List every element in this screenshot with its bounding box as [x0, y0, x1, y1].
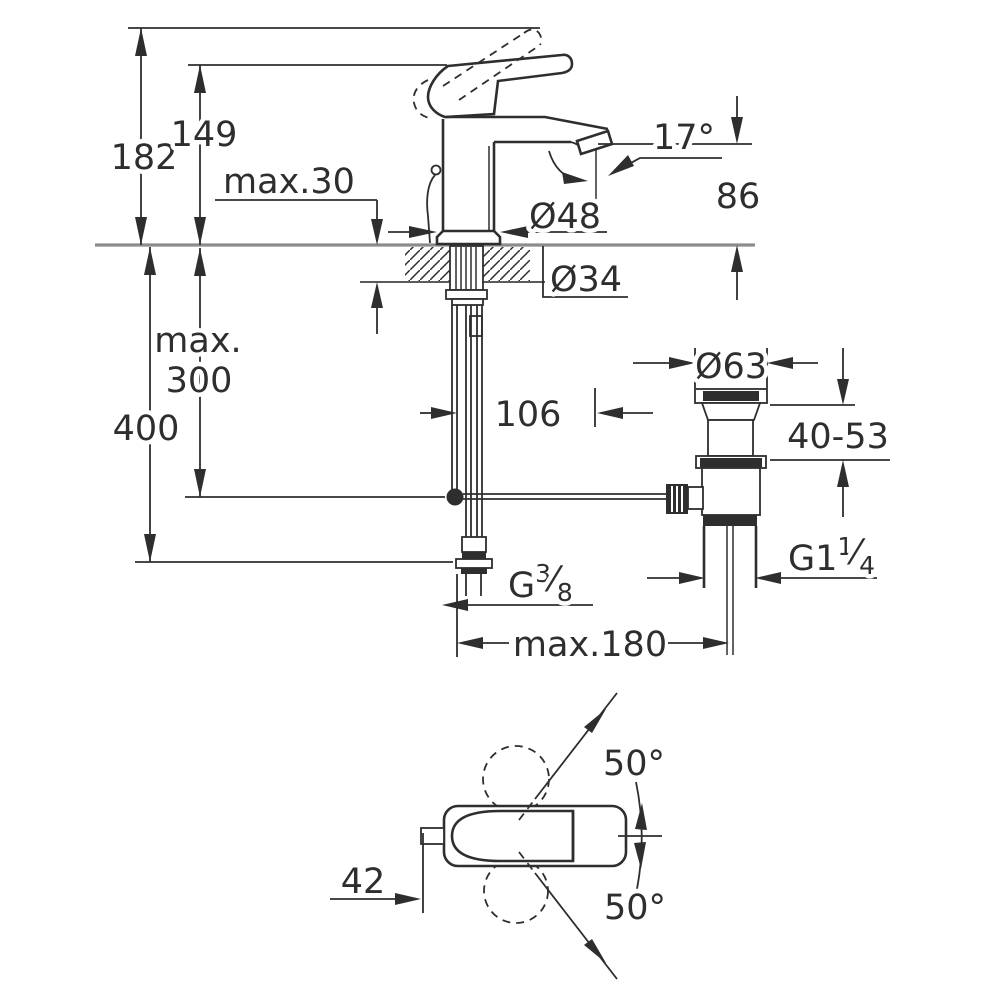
dim-182-label: 182	[111, 138, 178, 178]
dim-106-label: 106	[495, 395, 562, 435]
dim-50up-label: 50°	[603, 744, 665, 784]
dim-300-arrow-up	[194, 248, 206, 276]
top-view: 50° 50° 42	[330, 692, 671, 980]
dim-48-arrow-left	[500, 226, 528, 238]
dim-48-label: Ø48	[529, 197, 601, 237]
hose-connection-nut	[455, 558, 493, 569]
dim-180-label: max.180	[513, 625, 667, 665]
swivel-leg-down-arrow	[584, 939, 606, 963]
dim-g38-arrow-left	[442, 599, 468, 611]
dim-180-arrow-right	[703, 637, 729, 649]
dim-300-label-line2: 300	[166, 361, 233, 401]
dim-4053-arrow-down	[837, 379, 849, 405]
swivel-arc-arrow-up	[635, 803, 647, 830]
front-view-dimensions: 182 149 max.30 Ø48 17° 86 Ø34	[106, 27, 765, 563]
dim-34-leader	[542, 246, 628, 298]
dim-max30-arrow-up	[371, 282, 383, 308]
handle-raised-dashed-tip	[523, 28, 543, 46]
dim-106-arrow-left	[597, 407, 623, 419]
swivel-arc	[635, 781, 643, 890]
dim-4053-arrow-up	[837, 460, 849, 487]
hose-fitting	[461, 536, 487, 553]
counter-hatch-left	[405, 247, 452, 281]
dim-400-label: 400	[113, 409, 180, 449]
lever-swung-down-dashed	[483, 858, 549, 924]
dim-g38-label: G3⁄8	[508, 559, 573, 607]
dim-63-arrow-left	[767, 357, 793, 369]
dim-180-arrow-left	[457, 637, 483, 649]
swivel-arc-arrow-down	[634, 842, 646, 869]
dim-149-label: 149	[171, 115, 238, 155]
tailpipe-nut-band	[703, 515, 757, 526]
top-view-lever	[450, 809, 575, 863]
waste-flange-band	[703, 391, 759, 401]
swivel-leg-down	[534, 872, 618, 980]
spout-aerator	[575, 129, 614, 156]
angle-17-label: 17°	[653, 118, 715, 158]
faucet-handle-lever	[426, 53, 574, 119]
hose-fitting-band	[462, 552, 486, 559]
lever-swung-up-dashed	[482, 745, 550, 813]
waste-upper-body	[707, 419, 754, 457]
dim-max30-label: max.30	[223, 162, 355, 202]
dim-86-arrow-down	[731, 117, 743, 144]
front-view-faucet	[95, 28, 755, 596]
shank-locknut	[445, 289, 488, 300]
knob-connector	[687, 486, 704, 510]
dim-300-label-line1: max.	[154, 321, 241, 361]
handle-raised-dashed-line2	[458, 44, 541, 101]
swivel-leg-up-arrow	[584, 709, 606, 733]
top-view-limiter-tab	[420, 827, 445, 845]
supply-hoses-and-rod	[451, 305, 493, 596]
dim-g114-arrow-left	[755, 572, 781, 584]
dim-182-arrow-up	[135, 28, 147, 56]
waste-clamp-band	[700, 458, 762, 467]
dim-42-label: 42	[341, 862, 386, 902]
dim-63-label: Ø63	[695, 347, 767, 387]
pull-rod-knob	[430, 164, 442, 176]
dim-max30-arrow-down	[371, 219, 383, 245]
pull-rod	[426, 174, 436, 244]
spout-top-edge	[446, 115, 609, 131]
waste-mid-body	[701, 467, 761, 516]
handle-raised-dashed-line	[442, 32, 525, 87]
swivel-leg-down-dashed	[518, 851, 536, 874]
counter-hatch-right	[482, 247, 530, 281]
swivel-leg-up-dashed	[518, 798, 536, 821]
swivel-leg-up	[534, 692, 618, 800]
dim-86-label: 86	[716, 177, 761, 217]
dim-182-arrow-down	[135, 217, 147, 245]
dim-g114-label: G11⁄4	[788, 532, 875, 580]
dim-g114-arrow-right	[679, 572, 705, 584]
dim-50down-label: 50°	[604, 888, 666, 928]
rod-ball-joint	[446, 488, 464, 506]
popup-waste-assembly	[666, 388, 768, 655]
dim-34-label: Ø34	[550, 260, 622, 300]
escutcheon-base	[435, 229, 502, 246]
dim-63-arrow-right	[669, 357, 695, 369]
shank-locknut-lower	[451, 298, 484, 306]
angle-17-leader-arrow	[608, 155, 634, 176]
handle-raised-dashed-cap	[412, 79, 430, 119]
dim-42-arrow	[395, 893, 421, 905]
dim-400-arrow-up	[144, 247, 156, 275]
dim-149-arrow-down	[194, 217, 206, 245]
angle-17-arc-arrow	[562, 172, 588, 184]
dim-48-arrow-right	[409, 226, 437, 238]
dim-300-arrow-down	[194, 469, 206, 497]
dim-149-arrow-up	[194, 65, 206, 93]
dim-4053-label: 40-53	[787, 417, 889, 457]
waste-taper	[700, 402, 762, 421]
dim-86-arrow-up	[731, 245, 743, 272]
hose-nut-band	[461, 568, 487, 574]
dim-400-arrow-down	[144, 534, 156, 562]
dim-106-arrow-right	[431, 407, 457, 419]
